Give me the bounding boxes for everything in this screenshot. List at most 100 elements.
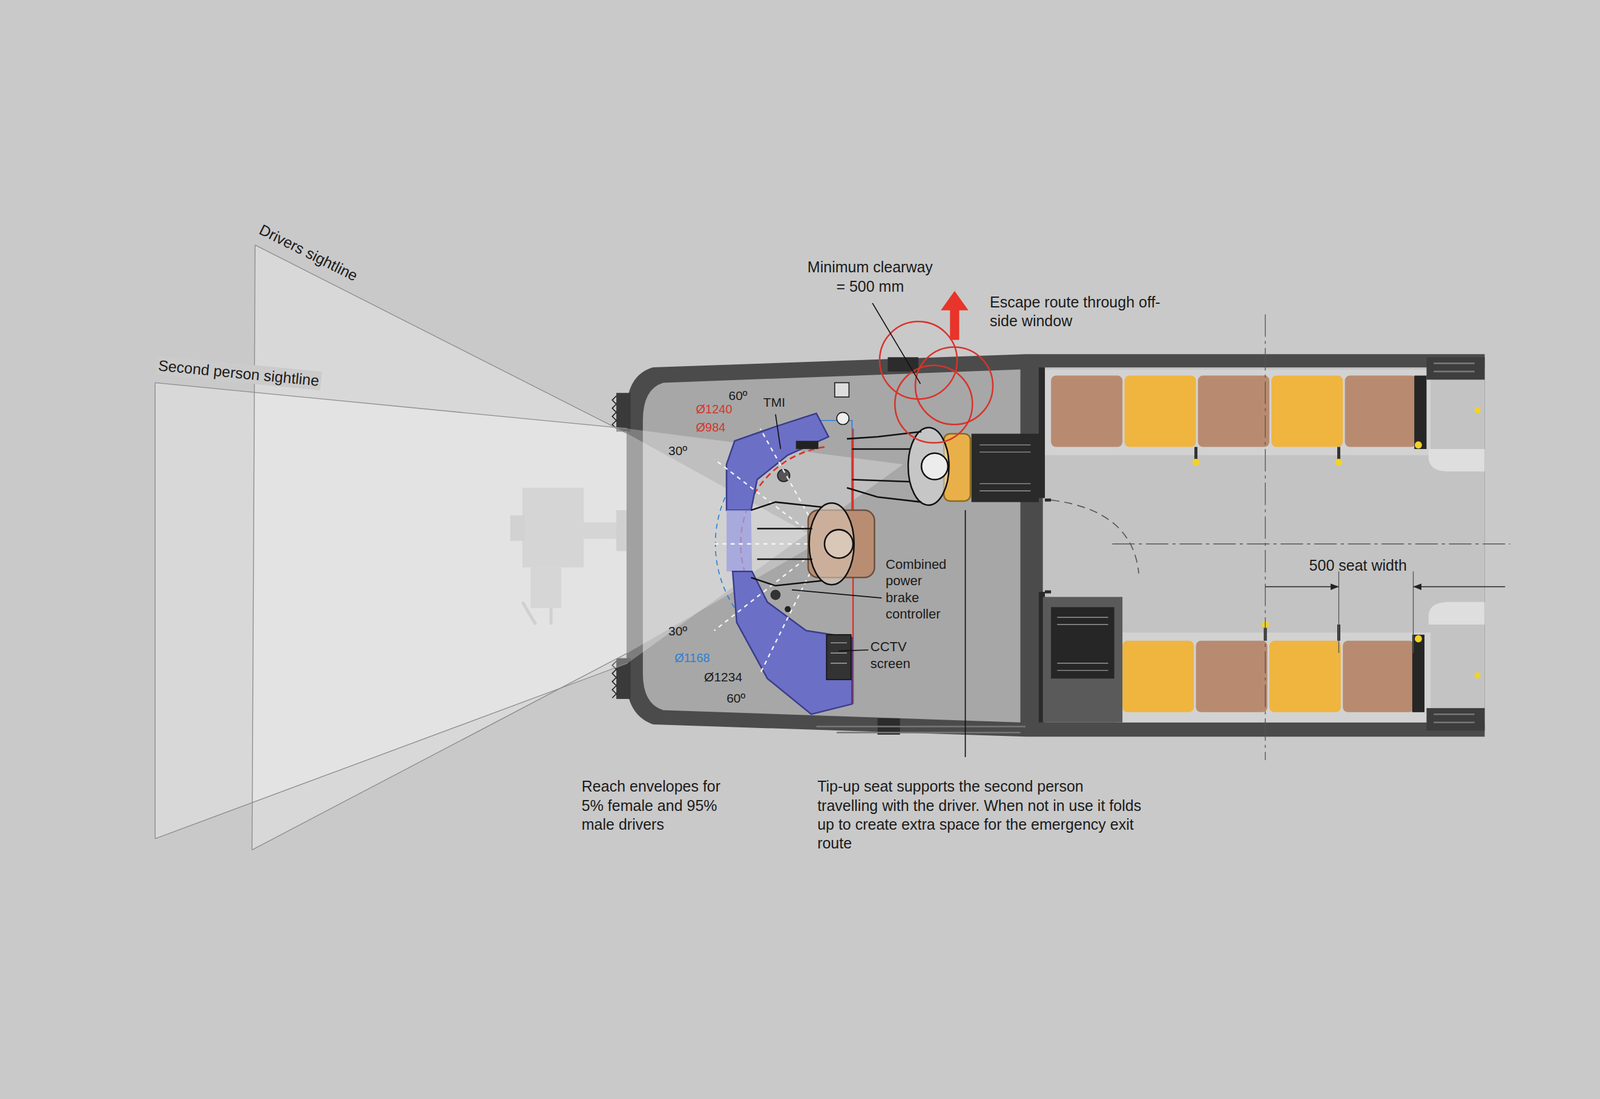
seat-width-dimension [1413, 586, 1506, 588]
centre-lines [1264, 314, 1266, 761]
seat-row [1474, 672, 1481, 679]
driver-desk [770, 590, 781, 601]
reach-diameter: Ø1168 [674, 650, 711, 666]
seat-row [1271, 375, 1343, 448]
cab-body [616, 392, 631, 432]
clearway-circle [879, 321, 993, 444]
seat-width-dimension [1265, 586, 1505, 588]
angle-label: 60º [726, 690, 746, 707]
saloon-body [1025, 354, 1485, 737]
leader-line [775, 414, 781, 450]
reach-diameter: Ø1240 [696, 401, 733, 418]
second-person-figure [921, 453, 949, 481]
angle-label: 60º [728, 388, 748, 404]
driver-figure [809, 503, 855, 585]
escape-arrow [949, 306, 959, 341]
second-person-figure [846, 427, 971, 506]
leader-line [964, 510, 967, 758]
clearway-circle [915, 346, 993, 425]
dimension-label: 500 seat width [1309, 556, 1407, 576]
sightline-label: Drivers sightline [256, 220, 361, 286]
reach-diameter: Ø984 [696, 420, 726, 436]
driver-figure [751, 502, 823, 587]
partition [1056, 617, 1108, 671]
driver-desk [726, 510, 752, 572]
seat-row [1122, 641, 1194, 713]
partition [971, 434, 1039, 503]
sightline-cone [154, 382, 904, 839]
note: Reach envelopes for 5% female and 95% ma… [581, 777, 725, 835]
second-person-figure [851, 449, 910, 482]
angle-label: 30º [668, 443, 688, 459]
driver-desk [726, 413, 829, 511]
angle-label: 30º [668, 623, 688, 640]
sightline-cone [154, 382, 628, 839]
saloon-body [1117, 632, 1431, 723]
centre-lines [1338, 571, 1413, 654]
centre-lines [1112, 543, 1510, 545]
saloon-body [1043, 367, 1485, 723]
centre-lines [1112, 314, 1510, 761]
partition [1044, 500, 1051, 593]
driver-desk [732, 571, 852, 715]
sightline-label: Second person sightline [155, 355, 323, 391]
escape-note: Escape route through off-side window [989, 293, 1163, 332]
escape-arrow [940, 291, 969, 341]
seat-row [1196, 641, 1268, 713]
seat-row [1414, 375, 1427, 450]
seat-row [1335, 458, 1343, 467]
leader-line [839, 650, 869, 652]
seat-row [1414, 635, 1423, 643]
driver-figure [751, 502, 875, 587]
seat-row [1124, 375, 1197, 448]
part-label: TMI [763, 394, 786, 411]
seat-row [1269, 641, 1341, 713]
seat-width-dimension [1265, 586, 1339, 588]
escape-arrow [940, 291, 969, 311]
driver-desk [834, 382, 850, 398]
driver-figure [757, 528, 813, 560]
note: Tip-up seat supports the second person t… [817, 777, 1145, 853]
second-person-figure [846, 431, 922, 502]
partition [971, 367, 1139, 723]
driver-figure [824, 529, 853, 559]
partition [1050, 607, 1115, 679]
leader-line [791, 590, 882, 599]
reach-diameter: Ø1234 [704, 669, 743, 686]
sightline-cone [251, 245, 628, 851]
partition [1050, 500, 1139, 574]
saloon-body [1433, 363, 1475, 723]
cab-body [887, 357, 919, 372]
seat-row [1412, 635, 1425, 713]
seat-row [1345, 375, 1417, 448]
leader-line [775, 303, 966, 758]
partition [1038, 367, 1045, 499]
saloon-body [1043, 369, 1432, 456]
partition [1043, 596, 1123, 723]
cab-body [816, 726, 1041, 733]
seat-row [1414, 441, 1423, 449]
clearway-circle [894, 365, 973, 444]
second-person-figure [908, 427, 949, 506]
driver-desk [830, 642, 847, 664]
saloon-body [1025, 354, 1485, 737]
saloon-body [1428, 602, 1485, 625]
seat-row [1474, 407, 1481, 414]
seat-row [1198, 375, 1270, 448]
saloon-body [1426, 357, 1485, 380]
saloon-body [1426, 708, 1485, 731]
driver-desk [836, 412, 849, 425]
sightline-cone [154, 245, 904, 851]
part-label: CCTV screen [870, 638, 919, 672]
seat-row [1192, 458, 1200, 467]
leader-line [872, 303, 921, 384]
part-label: Combined power brake controller [885, 556, 954, 623]
driver-desk [784, 606, 791, 613]
saloon-body [1428, 449, 1485, 472]
dimension-note: Minimum clearway = 500 mm [802, 257, 939, 297]
partition [979, 444, 1031, 491]
seat-row [1342, 641, 1415, 713]
